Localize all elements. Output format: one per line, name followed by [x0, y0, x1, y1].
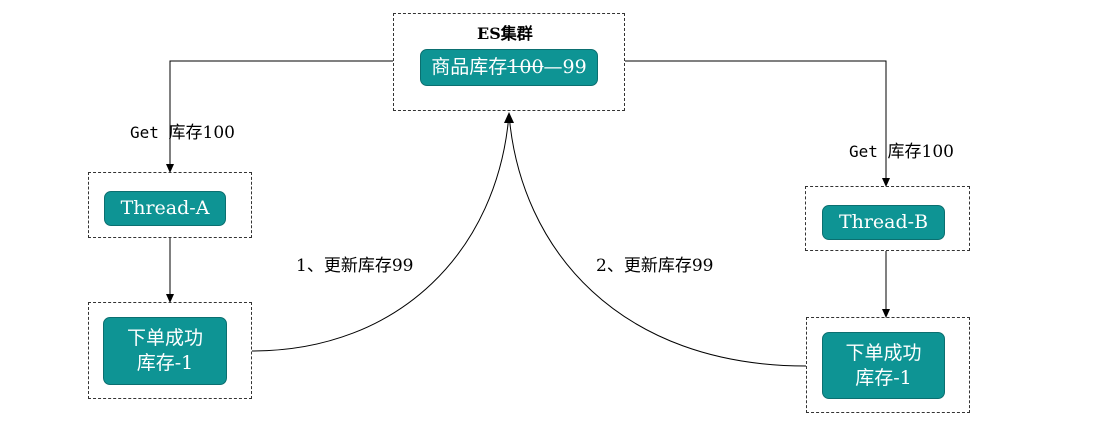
get-label-b: Get 库存100: [849, 142, 954, 162]
old-stock-value: 100: [507, 56, 544, 78]
stock-separator: —: [543, 56, 563, 78]
order-b-box: [806, 317, 970, 413]
order-b-line2: 库存-1: [855, 366, 912, 389]
update-arrowhead: [504, 112, 514, 123]
update-curve-a: [251, 113, 510, 352]
order-a-node: 下单成功 库存-1: [103, 317, 227, 385]
es-cluster-box: [393, 13, 625, 111]
get-value-a: 库存100: [168, 123, 235, 143]
get-arrow-b: [625, 60, 890, 187]
get-value-b: 库存100: [887, 142, 954, 162]
update-label-b: 2、更新库存99: [596, 256, 714, 276]
new-stock-value: 99: [562, 56, 587, 78]
es-cluster-title: ES集群: [477, 24, 533, 43]
order-b-line1: 下单成功: [845, 341, 922, 364]
product-stock-label: 商品库存: [431, 56, 508, 78]
order-a-line2: 库存-1: [136, 352, 194, 374]
thread-a-node: Thread-A: [104, 191, 226, 226]
get-label-a: Get 库存100: [130, 123, 235, 143]
order-b-node: 下单成功 库存-1: [822, 332, 945, 399]
thread-b-box: [805, 186, 970, 251]
update-curve-b: [508, 113, 807, 367]
thread-b-node: Thread-B: [822, 205, 945, 240]
order-a-line1: 下单成功: [126, 327, 203, 349]
get-arrow-a: [166, 60, 393, 173]
order-a-box: [88, 302, 252, 399]
thread-a-box: [88, 172, 252, 238]
update-label-a: 1、更新库存99: [296, 256, 414, 276]
